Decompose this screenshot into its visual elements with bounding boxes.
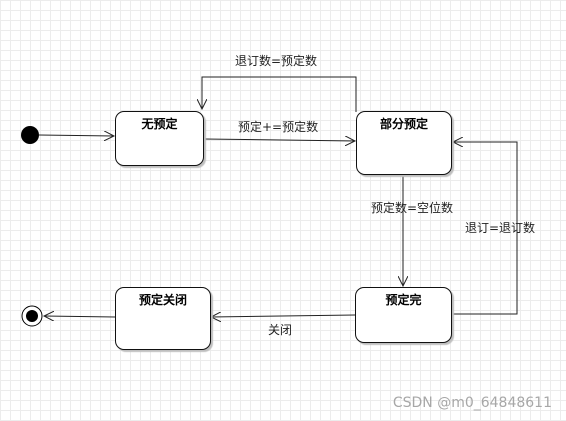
label-full-to-closed: 关闭 [268,323,293,337]
state-reservation-closed[interactable]: 预定关闭 [115,287,211,350]
edge-partial-to-no [202,76,357,112]
edge-full-to-closed [211,315,356,317]
state-partial-reservation[interactable]: 部分预定 [356,111,452,175]
state-reservation-closed-label: 预定关闭 [138,293,187,307]
state-partial-reservation-label: 部分预定 [379,117,428,131]
initial-transition-arrow [38,135,114,136]
edge-no-to-partial [203,139,355,141]
initial-state-node [21,126,39,144]
label-partial-to-no: 退订数=预定数 [235,54,318,68]
label-full-to-partial: 退订=退订数 [465,221,536,235]
state-no-reservation-label: 无预定 [141,117,178,131]
label-partial-to-full: 预定数=空位数 [371,201,454,215]
edge-full-to-partial [452,142,518,315]
state-fully-reserved-label: 预定完 [385,293,422,307]
watermark-text: CSDN @m0_64848611 [392,395,552,411]
edge-closed-to-final [44,316,116,317]
state-no-reservation[interactable]: 无预定 [115,111,204,166]
final-state-inner [26,310,38,322]
state-fully-reserved[interactable]: 预定完 [355,287,452,343]
label-no-to-partial: 预定+=预定数 [238,120,319,134]
